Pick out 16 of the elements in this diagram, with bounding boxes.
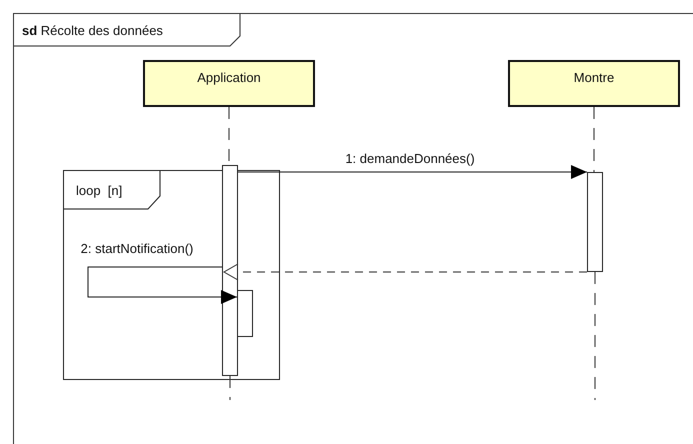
frame-title: sd Récolte des données	[22, 22, 163, 38]
sequence-frame	[13, 13, 693, 444]
lifeline-header	[508, 60, 680, 107]
message-arrow	[224, 264, 588, 280]
lifeline-name: Application	[197, 70, 261, 85]
fragment-label: loop [n]	[76, 182, 122, 198]
lifeline-name: Montre	[574, 70, 614, 85]
message-label: 2: startNotification()	[80, 241, 194, 256]
message-arrow	[238, 165, 588, 179]
activation-bar	[587, 172, 603, 272]
activation-bar	[237, 290, 253, 337]
lifeline-header	[143, 60, 315, 107]
message-arrow	[88, 266, 238, 304]
lifeline	[594, 272, 596, 400]
activation-bar	[222, 165, 238, 376]
message-label: 1: demandeDonnées()	[344, 151, 476, 166]
